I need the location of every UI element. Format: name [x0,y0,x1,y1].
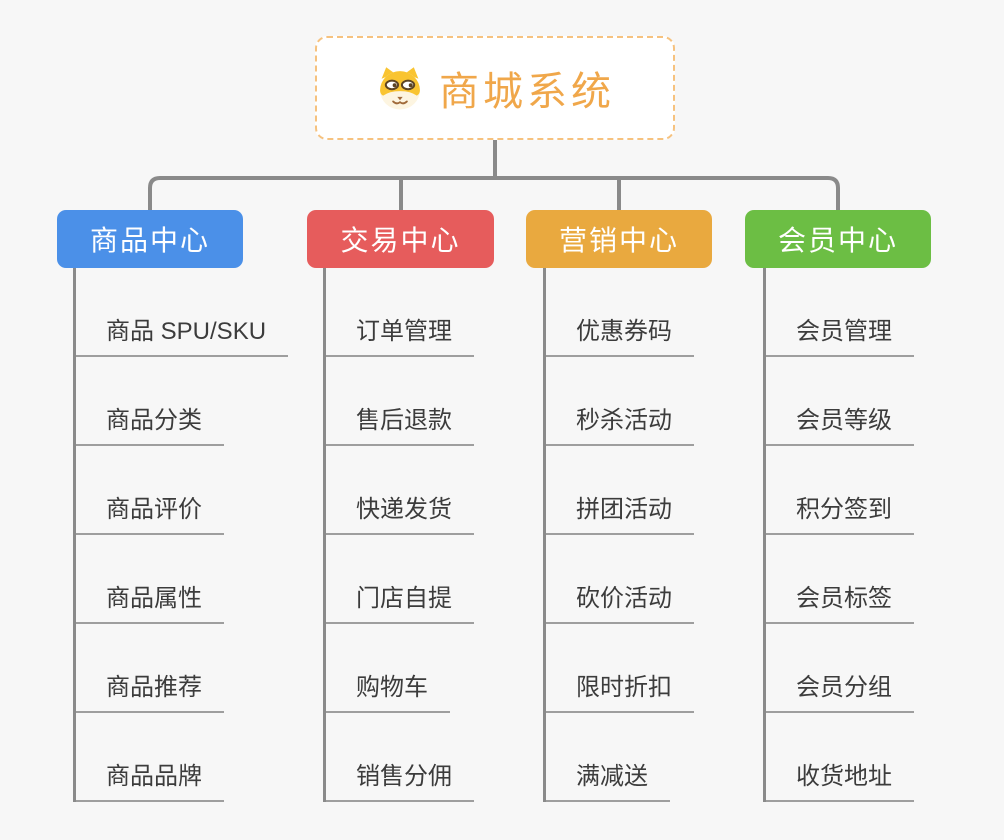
child-row: 售后退款 [326,357,474,446]
child-row: 会员标签 [766,535,914,624]
child-topic[interactable]: 秒杀活动 [546,400,694,446]
child-topic[interactable]: 商品推荐 [76,667,224,713]
child-topic[interactable]: 门店自提 [326,578,474,624]
child-row: 收货地址 [766,713,914,802]
child-topic[interactable]: 售后退款 [326,400,474,446]
child-row: 会员管理 [766,268,914,357]
child-row: 拼团活动 [546,446,694,535]
child-topic[interactable]: 满减送 [546,756,670,802]
child-topic[interactable]: 会员分组 [766,667,914,713]
child-row: 满减送 [546,713,694,802]
child-topic[interactable]: 会员标签 [766,578,914,624]
branch-node-member-center[interactable]: 会员中心 [745,210,931,268]
child-row: 限时折扣 [546,624,694,713]
child-row: 商品属性 [76,535,288,624]
child-row: 积分签到 [766,446,914,535]
child-column-trade: 订单管理 售后退款 快递发货 门店自提 购物车 销售分佣 [323,268,474,802]
child-row: 优惠券码 [546,268,694,357]
child-topic[interactable]: 快递发货 [326,489,474,535]
child-row: 订单管理 [326,268,474,357]
child-column-product: 商品 SPU/SKU 商品分类 商品评价 商品属性 商品推荐 商品品牌 [73,268,289,802]
child-topic[interactable]: 会员管理 [766,311,914,357]
child-row: 砍价活动 [546,535,694,624]
child-topic[interactable]: 商品分类 [76,400,224,446]
child-topic[interactable]: 收货地址 [766,756,914,802]
child-row: 商品品牌 [76,713,288,802]
child-column-member: 会员管理 会员等级 积分签到 会员标签 会员分组 收货地址 [763,268,914,802]
child-row: 秒杀活动 [546,357,694,446]
child-row: 商品评价 [76,446,288,535]
child-row: 门店自提 [326,535,474,624]
child-topic[interactable]: 购物车 [326,667,450,713]
child-topic[interactable]: 商品品牌 [76,756,224,802]
child-topic[interactable]: 拼团活动 [546,489,694,535]
child-row: 销售分佣 [326,713,474,802]
child-row: 会员分组 [766,624,914,713]
child-row: 快递发货 [326,446,474,535]
child-topic[interactable]: 商品属性 [76,578,224,624]
child-topic[interactable]: 商品评价 [76,489,224,535]
child-row: 商品推荐 [76,624,288,713]
branch-node-marketing-center[interactable]: 营销中心 [526,210,712,268]
child-topic[interactable]: 限时折扣 [546,667,694,713]
child-topic[interactable]: 订单管理 [326,311,474,357]
child-row: 会员等级 [766,357,914,446]
branch-node-product-center[interactable]: 商品中心 [57,210,243,268]
dog-face-icon [380,67,420,110]
branch-bus-line [148,176,840,210]
child-row: 商品 SPU/SKU [76,268,289,357]
root-node[interactable]: 商城系统 [315,36,675,140]
child-topic[interactable]: 积分签到 [766,489,914,535]
child-row: 购物车 [326,624,474,713]
child-row: 商品分类 [76,357,288,446]
root-title: 商城系统 [439,70,615,114]
branch-node-trade-center[interactable]: 交易中心 [307,210,494,268]
child-topic[interactable]: 砍价活动 [546,578,694,624]
child-topic[interactable]: 销售分佣 [326,756,474,802]
child-column-marketing: 优惠券码 秒杀活动 拼团活动 砍价活动 限时折扣 满减送 [543,268,694,802]
child-topic[interactable]: 会员等级 [766,400,914,446]
child-topic[interactable]: 商品 SPU/SKU [76,311,289,357]
child-topic[interactable]: 优惠券码 [546,311,694,357]
